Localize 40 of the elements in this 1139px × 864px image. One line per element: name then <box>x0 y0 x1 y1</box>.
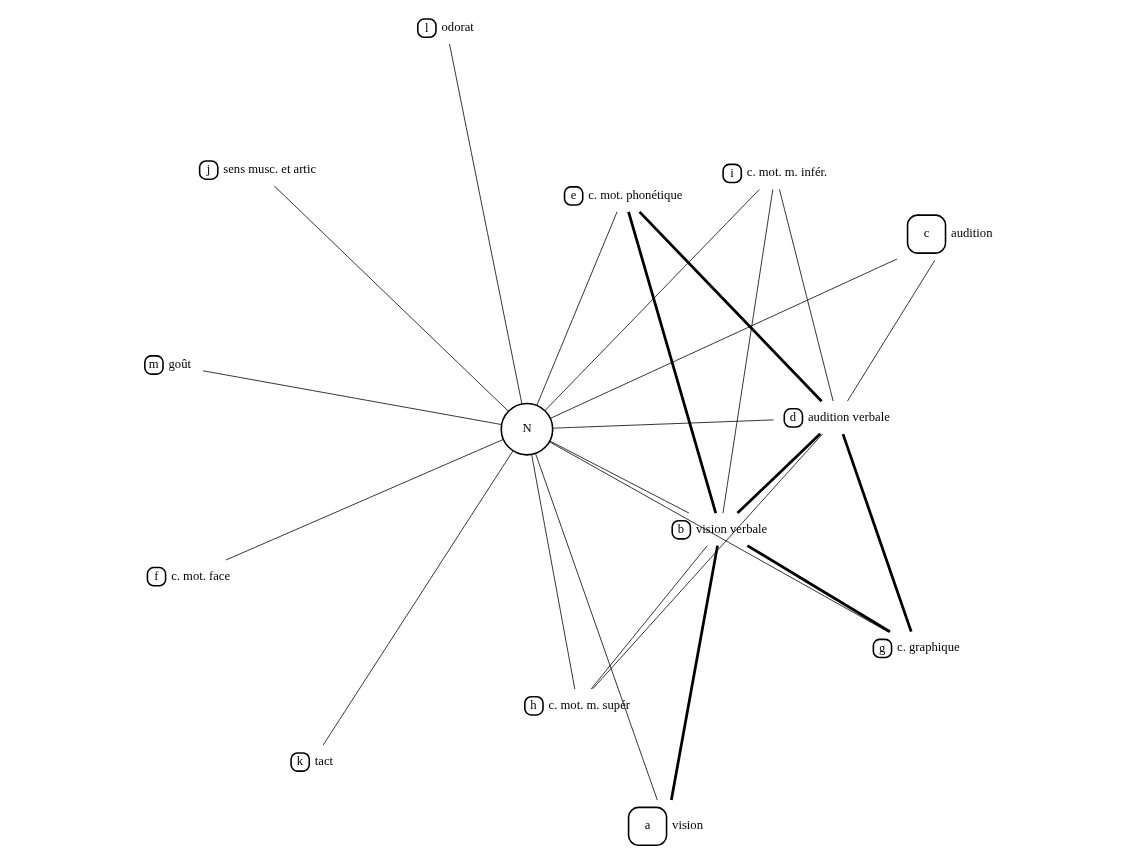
connector <box>549 258 898 419</box>
node-label: sens musc. et artic <box>223 162 317 177</box>
connector <box>549 441 889 633</box>
node-box: c <box>906 214 947 254</box>
node-label: vision <box>672 818 703 833</box>
node-label: audition verbale <box>808 409 890 424</box>
connector <box>627 211 718 514</box>
connector <box>225 439 504 561</box>
connector <box>273 185 509 412</box>
connector <box>544 189 760 411</box>
node-label: c. mot. face <box>171 568 231 583</box>
node-box: a <box>627 806 668 847</box>
connector <box>841 433 913 633</box>
node-label: goût <box>168 357 192 371</box>
connector <box>746 544 891 633</box>
connector <box>669 545 719 801</box>
connector <box>592 433 823 690</box>
node-circle: N <box>500 402 554 456</box>
node-label: c. mot. m. supér <box>548 697 631 712</box>
connector <box>638 210 823 403</box>
connector <box>322 450 514 746</box>
node-label: odorat <box>441 20 474 35</box>
connector <box>449 43 523 405</box>
connector <box>531 454 576 690</box>
connector <box>590 545 708 690</box>
node-label: tact <box>314 754 334 769</box>
connector <box>779 189 834 402</box>
connector <box>552 419 774 429</box>
connector <box>549 440 690 514</box>
node-label: audition <box>951 226 993 241</box>
connector <box>536 211 618 406</box>
node-label: c. mot. phonétique <box>588 187 683 202</box>
connector <box>736 432 822 515</box>
connector <box>722 188 774 514</box>
connector <box>202 370 502 425</box>
node-label: c. mot. m. infér. <box>746 165 828 180</box>
node-label: vision verbale <box>695 521 768 536</box>
connector <box>847 260 936 402</box>
node-label: c. graphique <box>897 640 960 655</box>
connector <box>535 453 658 801</box>
